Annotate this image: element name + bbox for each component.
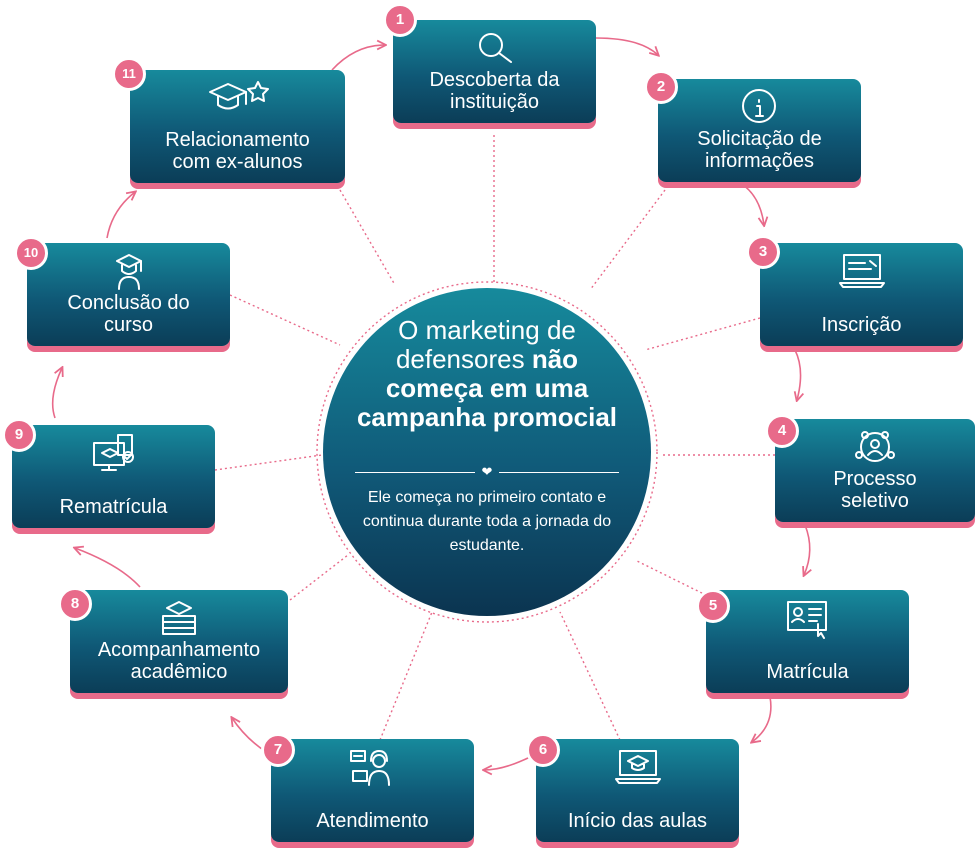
step-number-badge-9: 9: [2, 418, 36, 452]
step-label-6: Início das aulas: [568, 810, 707, 832]
step-card-4: Processo seletivo: [775, 419, 975, 522]
magnifier-icon: [471, 28, 519, 75]
spoke-line-7: [379, 611, 433, 741]
spoke-line-10: [229, 294, 341, 346]
step-label-3: Inscrição: [821, 314, 902, 336]
step-label-9: Rematrícula: [59, 496, 168, 518]
books-cap-icon: [155, 598, 203, 645]
flow-arrow-3: [795, 349, 801, 400]
heart-icon: ❤: [481, 464, 493, 479]
center-divider: ❤: [355, 464, 619, 480]
candidates-icon: [851, 427, 899, 474]
step-number-badge-11: 11: [112, 57, 146, 91]
step-label-11: Relacionamento com ex-alunos: [165, 129, 310, 173]
divider-line-left: [355, 472, 475, 473]
step-number-badge-8: 8: [58, 587, 92, 621]
flow-arrow-5: [752, 696, 772, 742]
step-number-badge-2: 2: [644, 70, 678, 104]
step-label-10: Conclusão do curso: [67, 292, 190, 336]
laptop-graduation-icon: [614, 747, 662, 794]
step-number-badge-3: 3: [746, 235, 780, 269]
step-label-1: Descoberta da instituição: [429, 69, 560, 113]
step-card-6: Início das aulas: [536, 739, 739, 842]
step-card-3: Inscrição: [760, 243, 963, 346]
step-label-5: Matrícula: [766, 661, 849, 683]
step-number-badge-5: 5: [696, 589, 730, 623]
step-number-badge-4: 4: [765, 414, 799, 448]
center-title: O marketing de defensores não começa em …: [337, 316, 637, 432]
step-card-1: Descoberta da instituição: [393, 20, 596, 123]
step-number-badge-6: 6: [526, 733, 560, 767]
center-dotted-ring: [316, 281, 658, 623]
step-card-10: Conclusão do curso: [27, 243, 230, 346]
step-card-2: Solicitação de informações: [658, 79, 861, 182]
flow-arrow-1: [595, 37, 658, 55]
step-card-8: Acompanhamento acadêmico: [70, 590, 288, 693]
flow-arrow-10: [106, 192, 135, 239]
step-number-badge-7: 7: [261, 733, 295, 767]
spoke-line-11: [339, 189, 396, 286]
step-label-8: Acompanhamento acadêmico: [97, 639, 261, 683]
step-card-11: Relacionamento com ex-alunos: [130, 70, 345, 183]
spoke-line-8: [289, 554, 349, 601]
step-label-2: Solicitação de informações: [697, 128, 822, 172]
spoke-line-2: [589, 189, 666, 291]
step-label-7: Atendimento: [316, 810, 429, 832]
center-title-bold-1: não: [531, 344, 579, 374]
center-title-line-2a: defensores: [395, 344, 525, 374]
monitor-document-icon: [90, 433, 138, 480]
flow-arrow-8: [75, 548, 141, 588]
center-title-line-1: O marketing de: [398, 315, 576, 345]
step-number-badge-1: 1: [383, 3, 417, 37]
center-message: O marketing de defensores não começa em …: [323, 288, 651, 616]
step-number-badge-10: 10: [14, 236, 48, 270]
flow-arrow-4: [804, 524, 810, 575]
step-label-4: Processo seletivo: [833, 468, 917, 512]
laptop-form-icon: [838, 251, 886, 298]
cap-star-icon: [206, 78, 270, 125]
support-agent-icon: [349, 747, 397, 794]
info-icon: [736, 87, 784, 134]
divider-line-right: [499, 472, 619, 473]
flow-arrow-6: [484, 754, 535, 770]
flow-arrow-2: [739, 182, 764, 225]
flow-arrow-9: [51, 368, 62, 419]
step-card-9: Rematrícula: [12, 425, 215, 528]
spoke-line-3: [644, 317, 761, 351]
spoke-line-6: [559, 611, 621, 741]
center-subtitle: Ele começa no primeiro contato e continu…: [362, 489, 612, 554]
center-title-bold-2: começa em uma: [385, 373, 589, 403]
center-title-bold-3: campanha promocial: [356, 402, 618, 432]
step-card-5: Matrícula: [706, 590, 909, 693]
step-card-7: Atendimento: [271, 739, 474, 842]
spoke-line-9: [214, 454, 323, 471]
graduate-icon: [105, 251, 153, 298]
online-enrollment-icon: [784, 598, 832, 645]
flow-arrow-11: [331, 45, 385, 71]
